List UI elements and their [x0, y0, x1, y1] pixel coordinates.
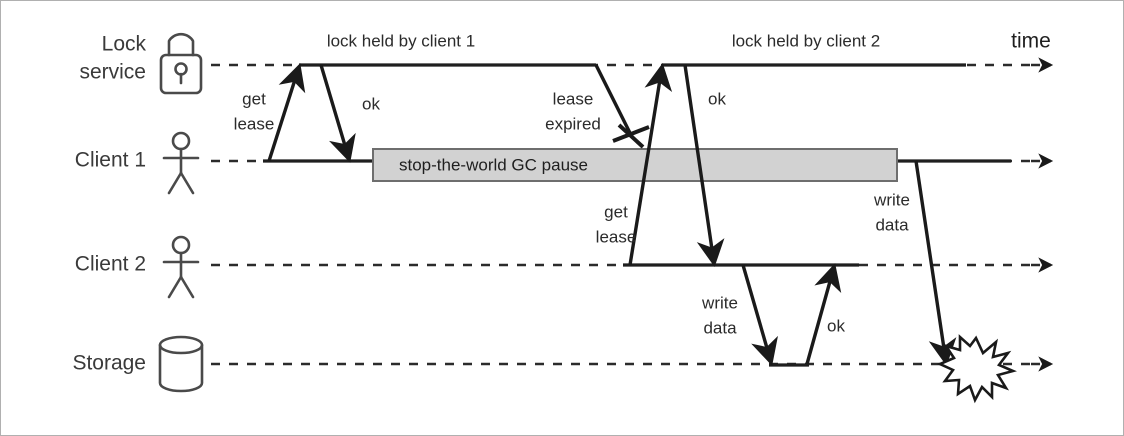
message-label-ok-3: ok — [827, 316, 845, 335]
lane-client-2: Client 2 — [75, 235, 200, 299]
message-label-lease-expired-line2: expired — [545, 114, 601, 133]
blocked-cross-icon — [612, 123, 650, 149]
gc-pause-label: stop-the-world GC pause — [399, 155, 588, 174]
message-label-get-lease-2-line1: get — [604, 202, 628, 221]
lane-storage: Storage — [72, 335, 204, 393]
lane-label-client-2: Client 2 — [75, 253, 146, 276]
message-label-write-data-2-line1: write — [701, 293, 738, 312]
message-get-lease-client-2: get lease — [596, 62, 673, 266]
message-lease-expired: lease expired — [545, 64, 650, 149]
message-ok-storage-to-client-2: ok — [805, 263, 845, 365]
span-label-lock-held-by-client-1: lock held by client 1 — [327, 31, 475, 50]
lane-label-lock-service-line2: service — [79, 61, 146, 84]
span-label-lock-held-by-client-2: lock held by client 2 — [732, 31, 880, 50]
lane-client-1: Client 1 — [75, 131, 200, 195]
padlock-icon — [159, 32, 203, 95]
lane-label-lock-service-line1: Lock — [102, 33, 147, 56]
message-write-data-client-2: write data — [701, 264, 778, 366]
message-get-lease-client-1: get lease — [234, 63, 306, 162]
message-ok-lock-to-client-2: ok — [683, 64, 726, 268]
message-label-lease-expired-line1: lease — [553, 89, 594, 108]
database-cylinder-icon — [158, 335, 204, 393]
message-label-get-lease-2-line2: lease — [596, 227, 637, 246]
message-label-get-lease-1-line1: get — [242, 89, 266, 108]
message-label-write-data-1-line2: data — [875, 215, 909, 234]
message-label-get-lease-1-line2: lease — [234, 114, 275, 133]
message-ok-lock-to-client-1: ok — [319, 64, 380, 163]
lane-lock-service: Lock service — [79, 32, 203, 95]
stop-the-world-gc-pause-box: stop-the-world GC pause — [372, 148, 898, 182]
lane-label-client-1: Client 1 — [75, 149, 146, 172]
stick-figure-icon-client-1 — [162, 131, 200, 195]
message-write-data-client-1: write data — [873, 160, 957, 367]
explosion-burst-icon — [936, 334, 1017, 404]
stick-figure-icon-client-2 — [162, 235, 200, 299]
lane-label-storage: Storage — [72, 352, 146, 375]
message-label-ok-1: ok — [362, 94, 380, 113]
time-axis-label: time — [1011, 30, 1051, 53]
message-label-write-data-1-line1: write — [873, 190, 910, 209]
message-label-ok-2: ok — [708, 89, 726, 108]
message-label-write-data-2-line2: data — [703, 318, 737, 337]
